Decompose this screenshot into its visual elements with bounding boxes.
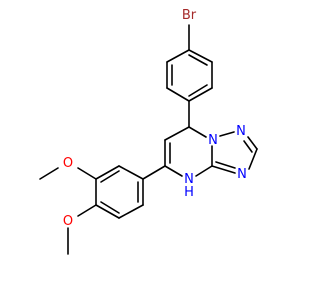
atom-n2: N	[236, 124, 246, 139]
bond-ar1-1	[188, 49, 213, 63]
bond-c7-c6	[164, 126, 190, 141]
atom-nh-nitrogen: N	[184, 172, 194, 187]
bond-c5-ar2	[142, 165, 166, 180]
bond-ar1-3	[188, 87, 213, 102]
bond-n1-n2	[219, 131, 235, 137]
atom-nh-hydrogen: H	[184, 185, 194, 200]
bond-n3-c3a-double	[215, 161, 236, 169]
bonds	[39, 24, 258, 255]
bond-ar1-inner-2	[188, 84, 208, 97]
bond-ar2-1	[118, 165, 144, 180]
bond-o-meta-ch3	[39, 167, 59, 180]
chemical-structure: Br N N N N H O O	[39, 8, 258, 255]
bond-ar2-2	[95, 165, 120, 180]
bond-c2-n3	[248, 148, 258, 170]
atom-n-bridgehead: N	[208, 133, 218, 148]
bond-ar2-inner-1	[100, 170, 120, 183]
bond-n3-c3a	[211, 165, 236, 174]
bond-n1-c7	[188, 126, 207, 138]
atom-n3: N	[237, 167, 247, 182]
bond-ar1-inner-1	[188, 54, 208, 66]
atom-bromine: Br	[182, 8, 197, 23]
bond-ar2-o-meta	[77, 167, 97, 180]
bond-ar2-inner-2	[100, 201, 120, 214]
bond-c5-nh	[164, 165, 183, 177]
bond-ar2-o-para	[77, 204, 97, 217]
bond-ar2-4	[95, 204, 120, 219]
bond-n2-c2	[247, 136, 258, 150]
bond-ar1-4	[166, 87, 190, 102]
bond-n2-c2-double	[243, 140, 253, 153]
atom-labels: Br N N N N H O O	[63, 8, 247, 229]
bond-ar1-6	[166, 49, 190, 63]
bond-nh-c3a	[195, 165, 213, 177]
atom-o-para: O	[63, 214, 73, 229]
bond-ar2-5	[118, 204, 144, 219]
atom-o-meta: O	[63, 156, 73, 171]
